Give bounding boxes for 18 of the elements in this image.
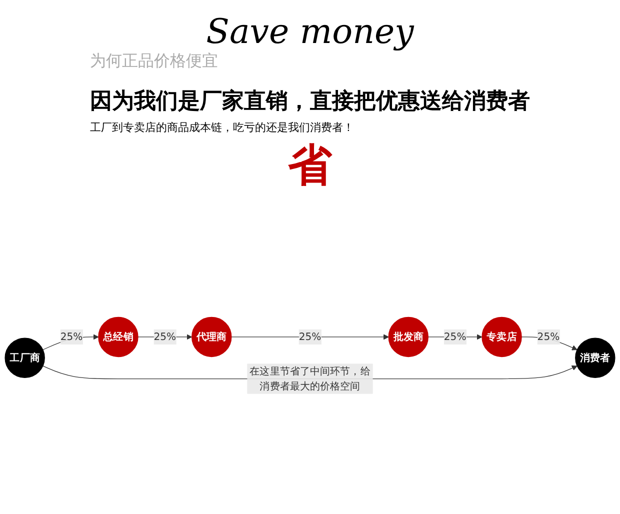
edge-label: 在这里节省了中间环节，给消费者最大的价格空间 [250, 364, 370, 392]
edge-label: 25% [444, 330, 466, 343]
edge-label: 25% [60, 330, 83, 343]
node-circle: 专卖店 [482, 316, 522, 358]
subheading: 工厂到专卖店的商品成本链，吃亏的还是我们消费者！ [90, 120, 355, 136]
big-character: 省 [287, 139, 334, 194]
node-circle: 批发商 [388, 316, 428, 358]
node-circle: 总经销 [98, 316, 138, 358]
node-circle: 代理商 [192, 316, 232, 358]
node-circle: 工厂商 [4, 338, 45, 378]
edge-label: 25% [537, 330, 560, 343]
edge-label: 25% [154, 330, 176, 343]
heading: 因为我们是厂家直销，直接把优惠送给消费者 [90, 88, 530, 116]
arrow [231, 334, 389, 340]
edge-label: 25% [298, 330, 322, 343]
title: Save money [206, 14, 414, 52]
node-circle: 消费者 [575, 338, 616, 378]
subtitle: 为何正品价格便宜 [90, 51, 219, 72]
